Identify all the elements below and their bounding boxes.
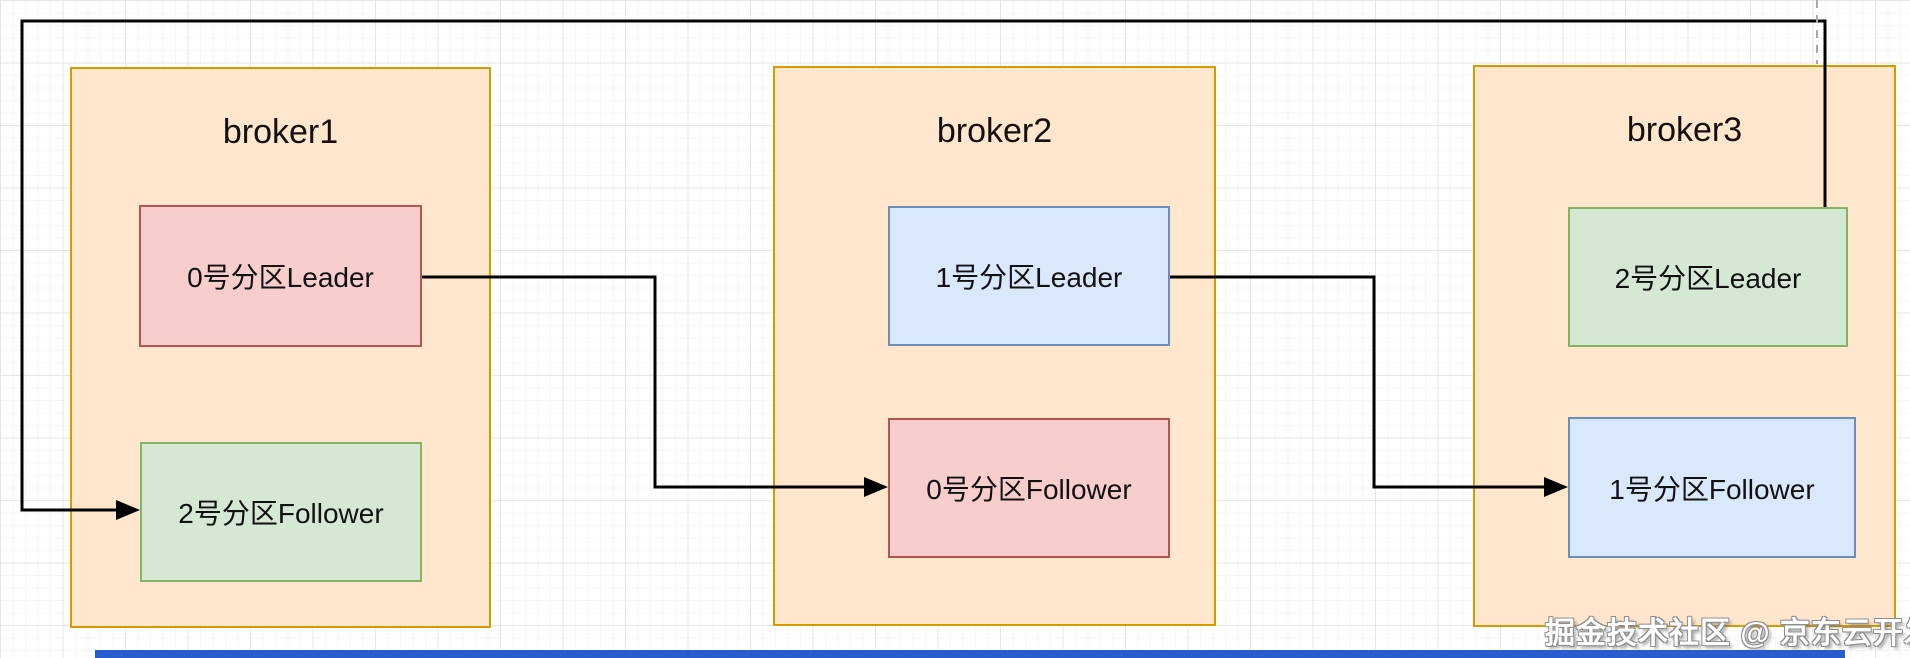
partition-0-follower: 0号分区Follower [888, 418, 1170, 558]
partition-0-leader-label: 0号分区Leader [187, 262, 374, 293]
broker2-title: broker2 [936, 112, 1053, 150]
partition-2-leader: 2号分区Leader [1568, 207, 1848, 347]
partition-1-follower-label: 1号分区Follower [1609, 473, 1815, 505]
partition-1-leader-label: 1号分区Leader [935, 262, 1123, 293]
partition-0-follower-label: 0号分区Follower [926, 474, 1132, 505]
partition-2-leader-label: 2号分区Leader [1614, 263, 1802, 294]
bottom-blue-bar [95, 650, 1845, 658]
partition-2-follower-label: 2号分区Follower [178, 498, 384, 529]
broker3-title: broker3 [1626, 111, 1743, 149]
partition-0-leader: 0号分区Leader [139, 205, 422, 347]
partition-1-follower: 1号分区Follower [1568, 417, 1856, 558]
partition-2-follower: 2号分区Follower [140, 442, 422, 582]
partition-1-leader: 1号分区Leader [888, 206, 1170, 346]
broker1-title: broker1 [222, 113, 339, 151]
watermark-text: 掘金技术社区 @ 京东云开发者 [1545, 617, 1910, 650]
